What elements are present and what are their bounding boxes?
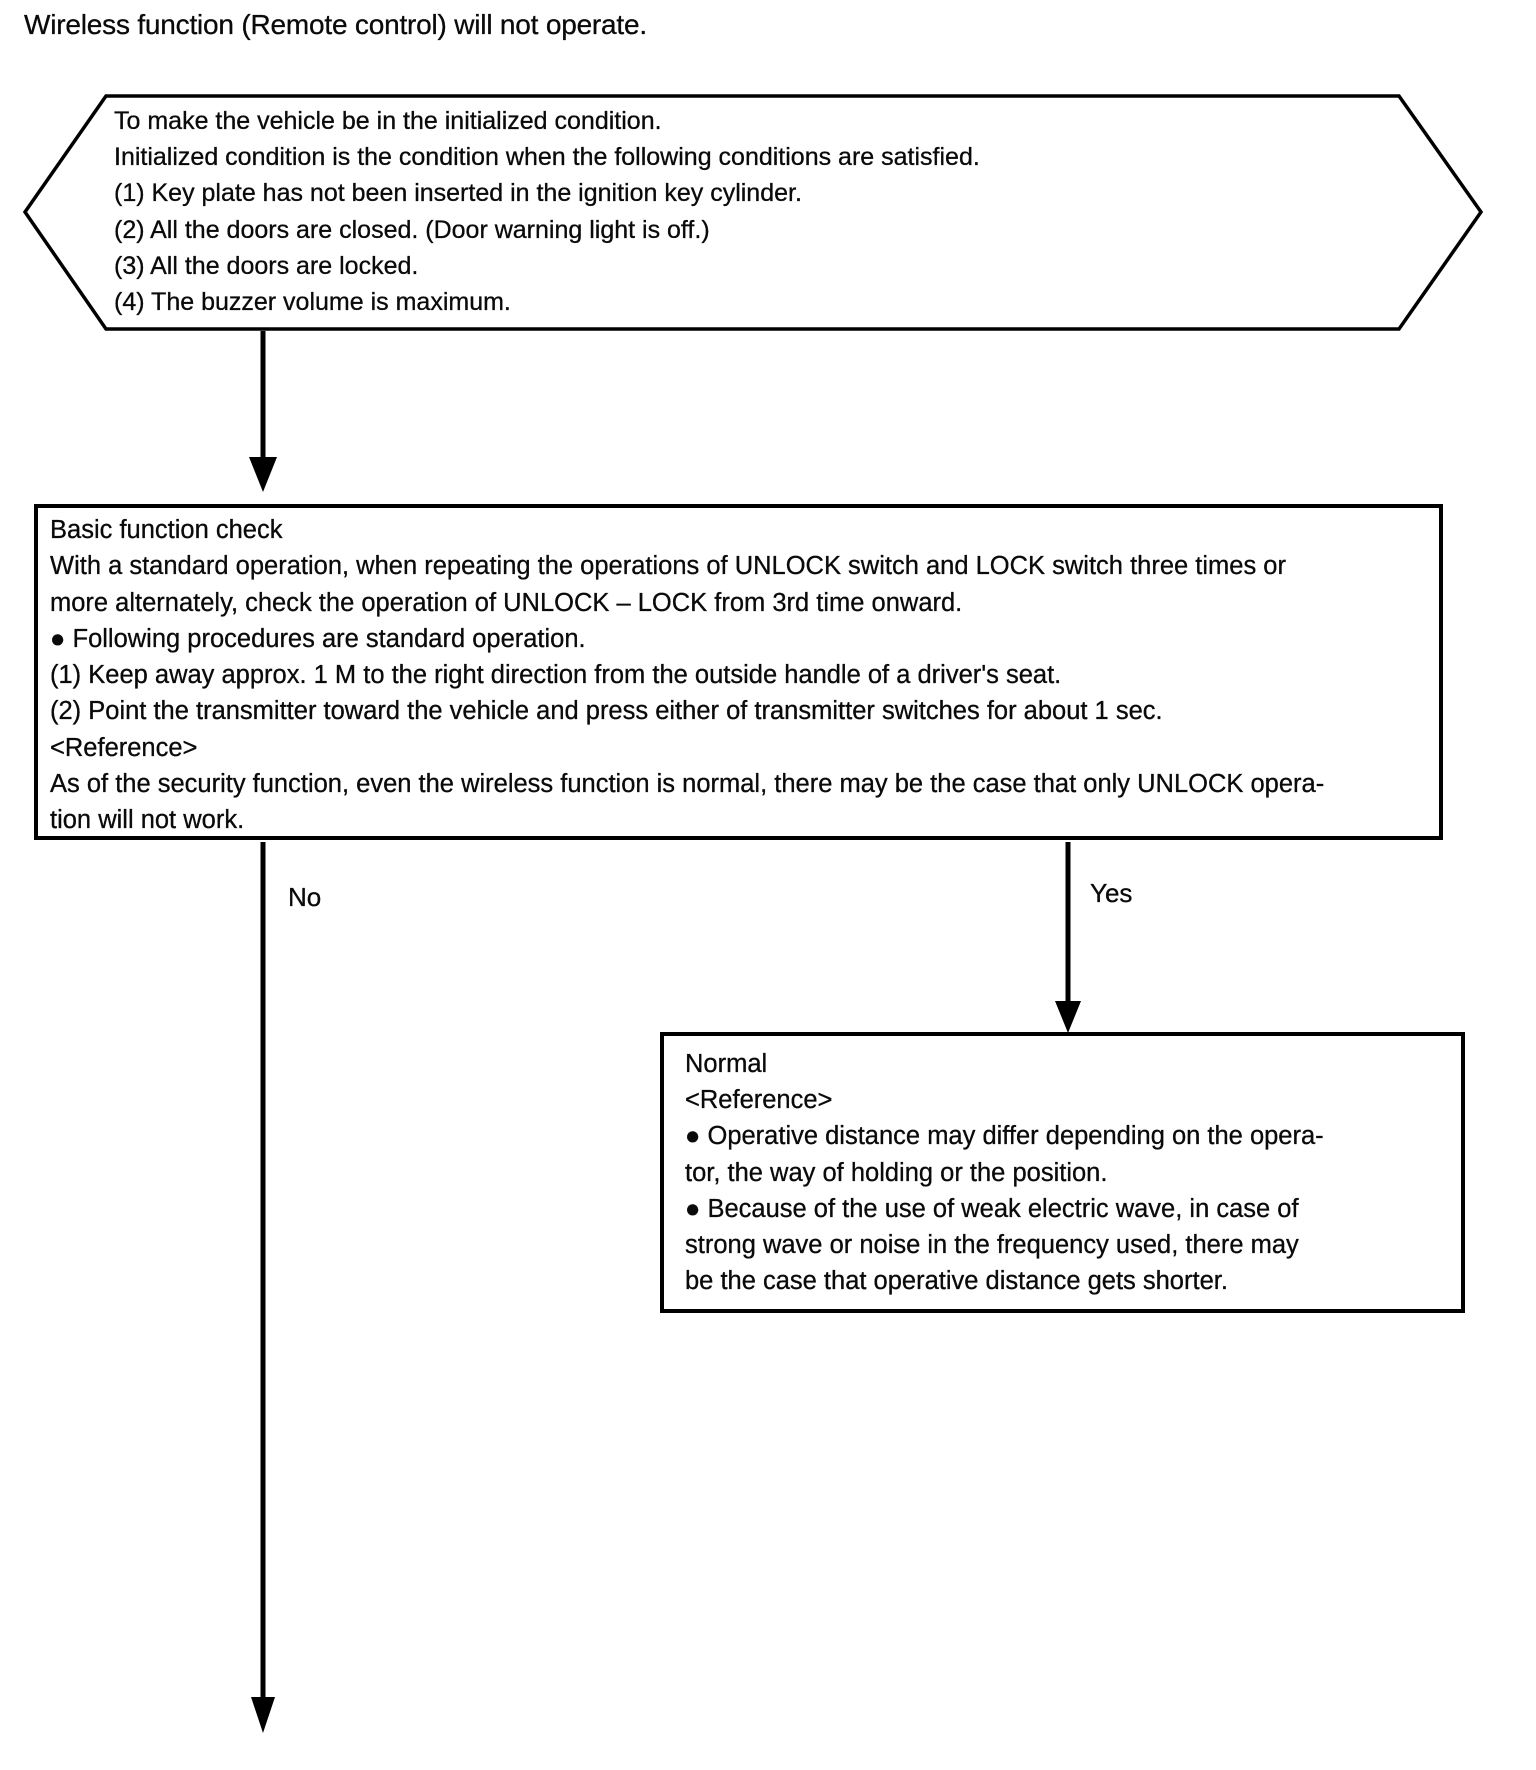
page-title: Wireless function (Remote control) will … xyxy=(24,9,647,40)
terminator-text-line: (3) All the doors are locked. xyxy=(114,251,419,280)
basic-check-line: tion will not work. xyxy=(50,806,245,835)
no-branch-arrow-head xyxy=(251,1697,275,1733)
basic-check-line: (1) Keep away approx. 1 M to the right d… xyxy=(50,661,1062,690)
basic-check-line: With a standard operation, when repeatin… xyxy=(50,552,1286,581)
terminator-text-line: (4) The buzzer volume is maximum. xyxy=(114,288,511,317)
yes-branch-arrow-head xyxy=(1055,1001,1081,1033)
no-branch-label: No xyxy=(288,882,322,912)
terminator-text-line: Initialized condition is the condition w… xyxy=(114,143,980,172)
basic-check-line: As of the security function, even the wi… xyxy=(50,770,1325,799)
entry-arrow-head xyxy=(249,457,277,492)
basic-check-line: <Reference> xyxy=(50,733,198,762)
basic-check-line: more alternately, check the operation of… xyxy=(50,588,963,617)
yes-branch-label: Yes xyxy=(1090,878,1133,908)
normal-result-line: Normal xyxy=(685,1050,768,1078)
basic-check-line: (2) Point the transmitter toward the veh… xyxy=(50,697,1163,726)
basic-check-line: ● Following procedures are standard oper… xyxy=(50,624,586,653)
normal-result-line: tor, the way of holding or the position. xyxy=(685,1158,1108,1187)
normal-result-box: Normal <Reference> ● Operative distance … xyxy=(660,1032,1465,1313)
start-terminator-text: To make the vehicle be in the initialize… xyxy=(114,103,980,320)
normal-result-line: ● Operative distance may differ dependin… xyxy=(685,1122,1324,1151)
terminator-text-line: (2) All the doors are closed. (Door warn… xyxy=(114,215,710,244)
normal-result-line: strong wave or noise in the frequency us… xyxy=(685,1231,1299,1260)
basic-function-check-box: Basic function check With a standard ope… xyxy=(34,504,1443,840)
normal-result-line: <Reference> xyxy=(685,1086,833,1115)
basic-check-line: Basic function check xyxy=(50,516,283,544)
normal-result-line: be the case that operative distance gets… xyxy=(685,1267,1228,1296)
start-terminator-shape xyxy=(22,94,1484,331)
terminator-text-line: (1) Key plate has not been inserted in t… xyxy=(114,179,802,208)
normal-result-line: ● Because of the use of weak electric wa… xyxy=(685,1194,1299,1223)
terminator-text-line: To make the vehicle be in the initialize… xyxy=(114,107,662,135)
